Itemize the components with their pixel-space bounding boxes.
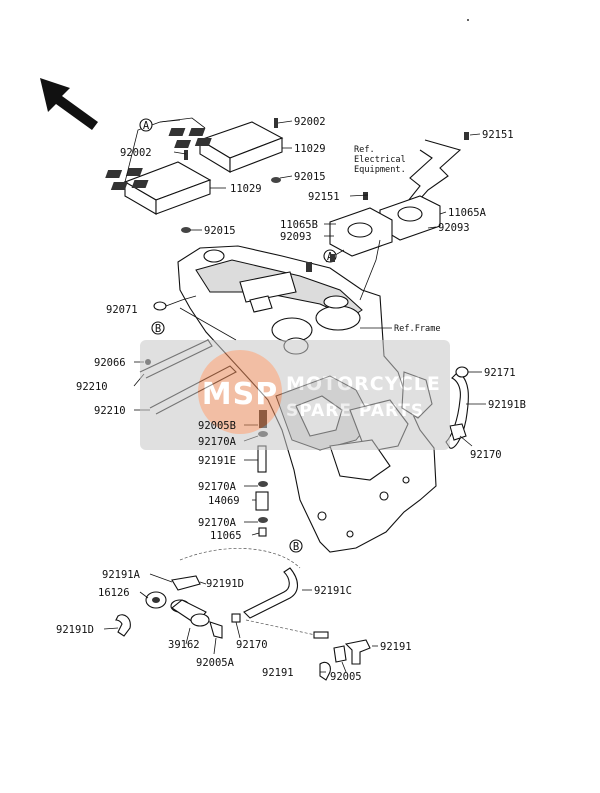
ref-frame: Ref.Frame [394, 324, 441, 334]
hose-92191D-lower [115, 614, 131, 637]
part-label-92002-upper: 92002 [294, 116, 326, 128]
ref-electrical-line3: Equipment. [354, 165, 406, 175]
part-label-92191A: 92191A [102, 569, 141, 581]
bolt-92151-upper [464, 132, 469, 140]
part-label-11065A: 11065A [448, 207, 487, 219]
callout-b-lower: B [293, 541, 299, 553]
ref-electrical-line2: Electrical [354, 155, 406, 165]
hose-92191B [445, 366, 469, 449]
part-label-92005A: 92005A [196, 657, 235, 669]
bolt-92151-lower [363, 192, 368, 200]
bolt-92002-lower [184, 150, 188, 160]
part-label-92093-right: 92093 [438, 222, 470, 234]
part-label-92066: 92066 [94, 357, 126, 369]
part-label-92170A-2: 92170A [198, 481, 237, 493]
part-label-92191-lower: 92191 [262, 667, 294, 679]
part-label-92015-upper: 92015 [294, 171, 326, 183]
part-label-16126: 16126 [98, 587, 130, 599]
callout-b-circle-lower [289, 539, 303, 553]
part-label-14069: 14069 [208, 495, 240, 507]
part-label-92191D-lower: 92191D [56, 624, 94, 636]
svg-text:SPARE PARTS: SPARE PARTS [286, 401, 424, 421]
air-filter-lower [105, 161, 212, 215]
ref-electrical-line1: Ref. [354, 145, 375, 155]
part-label-92210-upper: 92210 [76, 381, 108, 393]
hose-92191-right [344, 639, 371, 665]
elbow-92005A [209, 621, 223, 639]
callout-a-top: A [143, 120, 150, 132]
part-label-92071: 92071 [106, 304, 138, 316]
watermark: MSP MOTORCYCLE SPARE PARTS [140, 340, 450, 450]
air-duct-11065B [329, 207, 393, 257]
part-label-92093-left: 92093 [280, 231, 312, 243]
clamp-92170-lower [231, 613, 241, 623]
part-label-92170-right: 92170 [470, 449, 502, 461]
part-label-92191B: 92191B [488, 399, 526, 411]
part-label-92191C: 92191C [314, 585, 352, 597]
part-label-92170-lower: 92170 [236, 639, 268, 651]
part-label-11065B: 11065B [280, 219, 318, 231]
grommet-92071 [153, 301, 167, 311]
callout-b-left: B [155, 323, 161, 335]
part-label-92171: 92171 [484, 367, 516, 379]
part-label-92170A-3: 92170A [198, 517, 237, 529]
front-direction-arrow-icon [40, 78, 98, 130]
part-label-39162: 39162 [168, 639, 200, 651]
svg-text:MOTORCYCLE: MOTORCYCLE [286, 373, 441, 395]
svg-text:MSP: MSP [202, 377, 278, 412]
part-label-11029-lower: 11029 [230, 183, 262, 195]
part-label-92191E: 92191E [198, 455, 236, 467]
part-label-11029-upper: 11029 [294, 143, 326, 155]
pipe-92191-right [313, 631, 329, 639]
part-label-92015-lower: 92015 [204, 225, 236, 237]
part-label-92191-right: 92191 [380, 641, 412, 653]
callout-a-circle [139, 118, 153, 132]
hose-92191C [243, 567, 299, 619]
part-label-92005: 92005 [330, 671, 362, 683]
grommet-92015-upper [271, 177, 281, 183]
part-label-92191D-upper: 92191D [206, 578, 244, 590]
part-label-92210-lower: 92210 [94, 405, 126, 417]
part-label-92002-lower: 92002 [120, 147, 152, 159]
bolt-92002-upper [274, 118, 278, 128]
stray-dot [467, 19, 469, 21]
air-filter-upper [168, 121, 284, 173]
electrical-bracket [403, 139, 462, 209]
part-label-92170A-1: 92170A [198, 436, 237, 448]
grommet-92015-lower [181, 227, 191, 233]
fitting-92005 [333, 645, 347, 663]
part-label-92151-upper: 92151 [482, 129, 514, 141]
callout-b-circle-left [151, 321, 165, 335]
hose-92191D-upper [171, 575, 201, 591]
hose-92191-lower [319, 661, 331, 681]
part-label-11065: 11065 [210, 530, 242, 542]
part-label-92151-lower: 92151 [308, 191, 340, 203]
valve-16126 [145, 591, 167, 609]
canister-39162 [170, 599, 210, 627]
part-label-92005B: 92005B [198, 420, 236, 432]
